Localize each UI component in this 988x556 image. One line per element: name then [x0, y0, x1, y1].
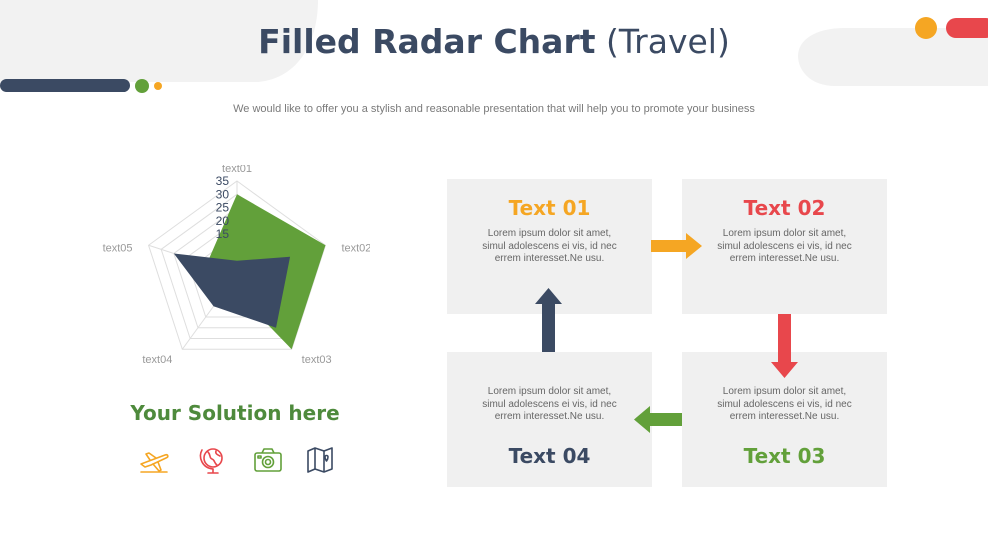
category-label: text02 [341, 242, 370, 254]
page-subtitle: We would like to offer you a stylish and… [233, 103, 755, 115]
camera-icon [254, 448, 282, 472]
decorative-shapes [0, 0, 988, 93]
grid-ring [147, 180, 327, 350]
step-box-03: Lorem ipsum dolor sit amet, simul adoles… [682, 352, 887, 487]
airplane-icon [140, 452, 169, 473]
step-box-02: Text 02 Lorem ipsum dolor sit amet, simu… [682, 179, 887, 314]
tick-label: 30 [216, 187, 230, 201]
step-title: Text 02 [743, 196, 826, 220]
radar-series-2 [173, 253, 291, 328]
tick-label: 35 [216, 174, 230, 188]
category-label: text01 [222, 165, 252, 175]
category-label: text05 [103, 242, 133, 254]
tick-label: 20 [216, 214, 230, 228]
step-description: Lorem ipsum dolor sit amet, simul adoles… [717, 228, 852, 264]
category-label: text04 [142, 354, 172, 366]
globe-icon [199, 448, 223, 474]
tick-label: 25 [216, 201, 230, 215]
step-title: Text 03 [743, 444, 826, 468]
title-light: (Travel) [595, 22, 730, 61]
step-box-04: Lorem ipsum dolor sit amet, simul adoles… [447, 352, 652, 487]
step-description: Lorem ipsum dolor sit amet, simul adoles… [717, 386, 852, 422]
radar-series [173, 194, 326, 350]
radar-categories: text01 text02 text03 text04 text05 [103, 165, 370, 366]
category-label: text03 [302, 354, 332, 366]
step-title: Text 01 [508, 196, 591, 220]
step-description: Lorem ipsum dolor sit amet, simul adoles… [482, 386, 617, 422]
title-bold: Filled Radar Chart [258, 22, 596, 61]
page-title: Filled Radar Chart (Travel) [0, 22, 988, 61]
solution-heading: Your Solution here [130, 401, 340, 425]
step-description: Lorem ipsum dolor sit amet, simul adoles… [482, 228, 617, 264]
step-title: Text 04 [508, 444, 591, 468]
tick-label: 15 [216, 227, 230, 241]
map-icon [307, 447, 333, 473]
step-box-01: Text 01 Lorem ipsum dolor sit amet, simu… [447, 179, 652, 314]
